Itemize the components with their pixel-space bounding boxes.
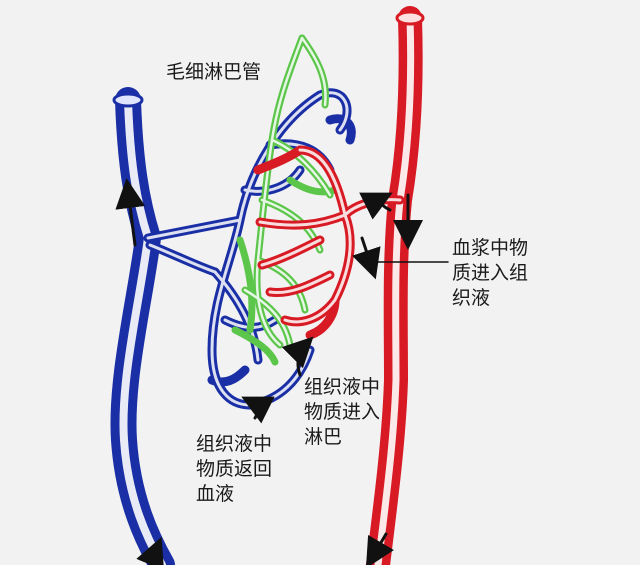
label-tissue-to-lymph: 组织液中 物质进入 淋巴 (304, 376, 381, 448)
arrow-icon (359, 192, 393, 220)
label-lymph-capillary: 毛细淋巴管 (166, 61, 262, 83)
label-tissue-to-blood: 组织液中 物质返回 血液 (196, 433, 273, 505)
arterial-capillaries-core (258, 148, 402, 324)
artery-vessel (366, 6, 425, 565)
arrow-icon (136, 536, 165, 565)
flow-arrows (115, 178, 449, 565)
arrow-icon (281, 336, 314, 377)
arrow-icon (365, 532, 395, 565)
vein-vessel (110, 87, 175, 565)
arrow-icon (241, 396, 275, 424)
label-plasma-to-tissue: 血浆中物 质进入组 织液 (452, 237, 529, 309)
arrow-icon (115, 178, 146, 247)
arrow-icon (352, 236, 381, 280)
